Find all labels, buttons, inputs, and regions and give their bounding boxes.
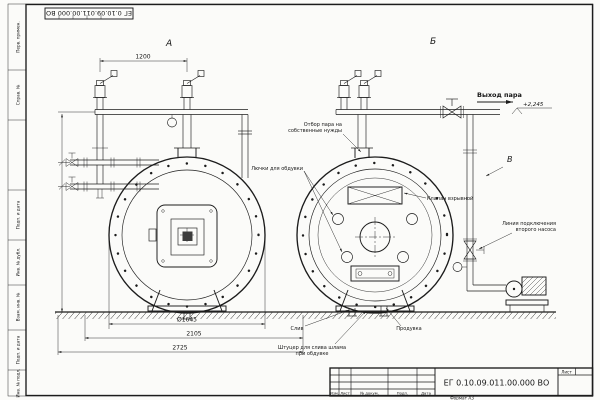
steam-neck: [174, 114, 200, 158]
boiler-shell-rear: [296, 156, 454, 314]
titleblock-col: Подп.: [397, 390, 409, 395]
pump-line-label: Линия подключения: [502, 221, 556, 227]
sheet-frame: Перв. примен. Справ. № Подп. и дата Инв.…: [7, 3, 594, 397]
margin-label: Подп. и дата: [16, 335, 21, 364]
margin-label: Инв. № подл.: [16, 369, 21, 398]
steam-manifold: [94, 109, 252, 178]
pressure-gauge: [167, 114, 177, 128]
explosion-valve-hatch: [347, 186, 403, 205]
rear-flange-outer: [308, 168, 442, 302]
blow-port: [397, 251, 409, 263]
margin-label: Перв. примен.: [16, 21, 21, 52]
blow-port: [406, 213, 418, 225]
burner-sight: [182, 231, 193, 241]
svg-text:собственные нужды: собственные нужды: [288, 128, 342, 134]
pressure-gauge: [452, 262, 467, 272]
outlet-shutoff-valve: [440, 98, 464, 119]
center-manhole: [359, 221, 391, 253]
margin-label: Подп. и дата: [16, 200, 21, 229]
titleblock-col: Изм.: [330, 390, 339, 395]
blowdown-label: Продувка: [396, 326, 421, 332]
dim-2725: 2725: [172, 345, 187, 352]
blow-port: [332, 213, 344, 225]
document-number: ЕГ 0.10.09.011.00.000 ВО: [444, 379, 550, 388]
explosion-valve-label: Клапан взрывной: [427, 195, 473, 202]
top-corner-stamp: ЕГ 0.10.09.011.00.000 ВО: [44, 7, 134, 20]
sludge-label: Штуцер для слива шлама: [278, 345, 346, 351]
bottom-hatch: [350, 265, 400, 282]
ground-line: [55, 311, 556, 319]
dim-diameter: Ø1645: [177, 317, 197, 324]
safety-valve: [92, 70, 118, 110]
format-label: Формат А3: [450, 396, 474, 400]
margin-label: Взам. инв. №: [16, 292, 21, 321]
bolt-circle: [301, 161, 449, 309]
view-label-v: В: [507, 155, 513, 164]
bolt-circle: [114, 162, 260, 308]
margin-label: Инв. № дубл.: [16, 248, 21, 277]
title-block: Изм. Лист № докум. Подп. Дата ЕГ 0.10.09…: [329, 367, 594, 400]
svg-text:второго насоса: второго насоса: [516, 227, 556, 233]
margin-label: Справ. №: [16, 84, 21, 105]
dim-1200: 1200: [135, 54, 150, 61]
safety-valve: [179, 70, 205, 110]
drain-label: Слив: [291, 326, 304, 332]
elevation-mark: +2,245: [523, 102, 544, 108]
rear-flange-inner: [317, 177, 433, 293]
view-label-b: Б: [430, 37, 436, 47]
front-flange: [121, 169, 253, 301]
view-label-a: А: [165, 39, 172, 49]
boiler-shell-front: [108, 156, 266, 314]
steam-neck: [351, 114, 373, 158]
safety-valve: [336, 70, 362, 110]
left-margin-strip: Перв. примен. Справ. № Подп. и дата Инв.…: [8, 21, 26, 397]
titleblock-col: Дата: [421, 390, 431, 395]
pump-line-valve: [463, 238, 485, 262]
dim-2105: 2105: [186, 331, 201, 338]
feed-pump: [505, 276, 549, 312]
saddle-support: [335, 289, 415, 312]
furnace-door: [156, 204, 218, 268]
water-level-columns: [65, 114, 159, 199]
view-a-boiler: [65, 70, 266, 320]
annotations: А Б В Выход пара +2,245 Отбор пара на со…: [165, 37, 556, 357]
own-needs-label: Отбор пара на: [304, 122, 342, 128]
sheet-label: Лист: [561, 369, 572, 374]
inverted-doc-number: ЕГ 0.10.09.011.00.000 ВО: [46, 9, 132, 17]
blow-port: [341, 251, 353, 263]
feed-pump-line: [452, 114, 549, 312]
titleblock-col: № докум.: [360, 390, 379, 395]
dimension-lines: 1200 Ø1645 2105 2725: [57, 54, 304, 355]
svg-text:при обдувке: при обдувке: [296, 351, 329, 357]
view-b-boiler: [296, 70, 500, 317]
titleblock-col: Лист: [340, 390, 350, 395]
steam-manifold: [335, 109, 500, 115]
blow-hatches-label: Лючки для обдувки: [251, 166, 303, 172]
saddle-support: [147, 289, 227, 312]
steam-outlet-label: Выход пара: [477, 91, 522, 99]
door-hinge: [148, 228, 157, 242]
